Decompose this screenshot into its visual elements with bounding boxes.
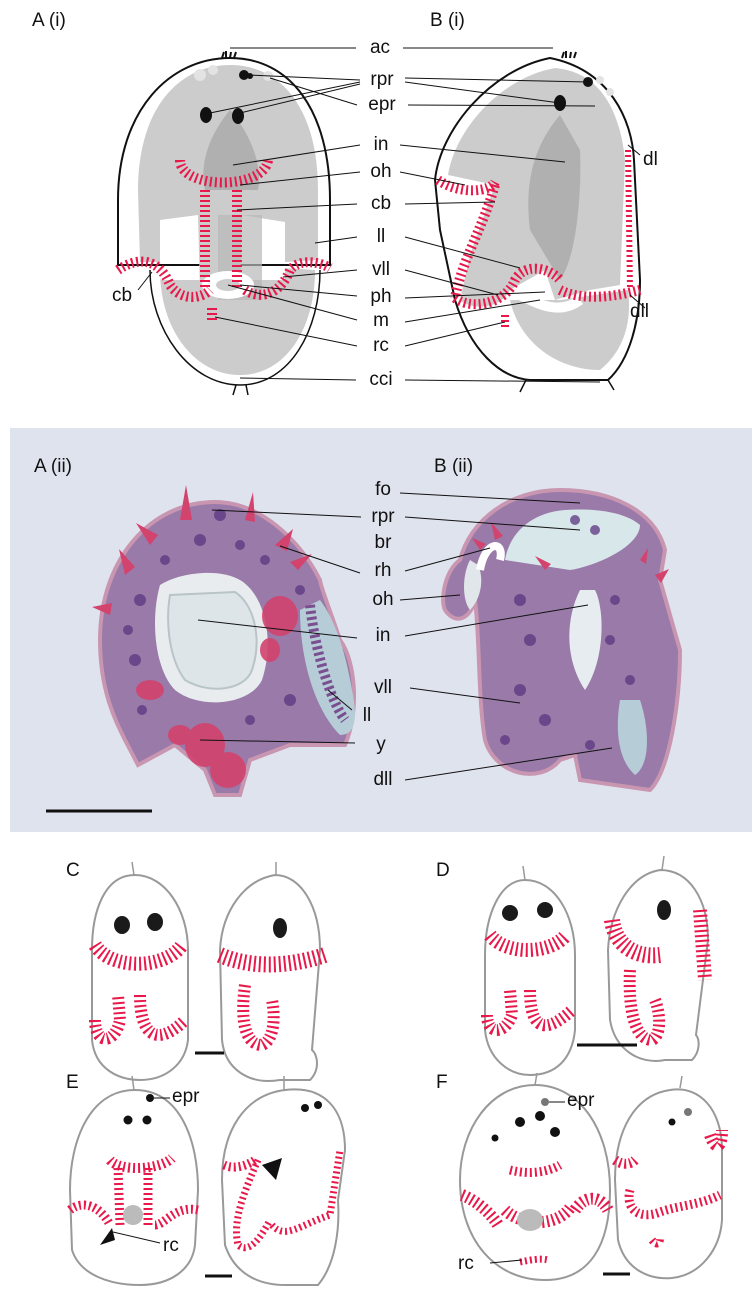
panel-label-c: C — [66, 860, 80, 882]
label-vll-mid: vll — [374, 677, 392, 699]
panel-label-e: E — [66, 1072, 79, 1094]
label-fo: fo — [375, 479, 391, 501]
label-epr-f: epr — [567, 1090, 594, 1112]
label-ll-mid: ll — [363, 705, 371, 727]
label-rpr-mid: rpr — [371, 506, 394, 528]
label-rc-e: rc — [163, 1235, 179, 1257]
panel-label-f: F — [436, 1072, 448, 1094]
label-y: y — [376, 734, 386, 756]
section-b-ii — [443, 490, 680, 790]
section-a-ii — [92, 485, 355, 795]
label-rh: rh — [375, 560, 392, 582]
label-dll-mid: dll — [373, 769, 392, 791]
label-epr-e: epr — [172, 1086, 199, 1108]
label-oh-mid: oh — [372, 589, 393, 611]
label-br: br — [375, 532, 392, 554]
label-rc-f: rc — [458, 1253, 474, 1275]
label-in-mid: in — [376, 625, 391, 647]
panel-label-d: D — [436, 860, 450, 882]
